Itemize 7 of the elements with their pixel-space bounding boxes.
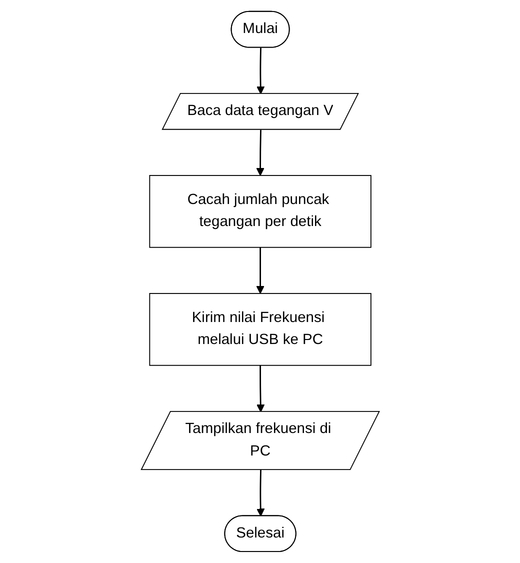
arrow <box>256 130 264 176</box>
node-box: Kirim nilai Frekuensi melalui USB ke PC <box>148 293 372 366</box>
arrow <box>256 365 264 412</box>
node-box: Cacah jumlah puncak tegangan per detik <box>148 175 372 248</box>
arrow <box>256 247 264 294</box>
arrow <box>256 470 264 516</box>
arrow <box>256 48 264 94</box>
